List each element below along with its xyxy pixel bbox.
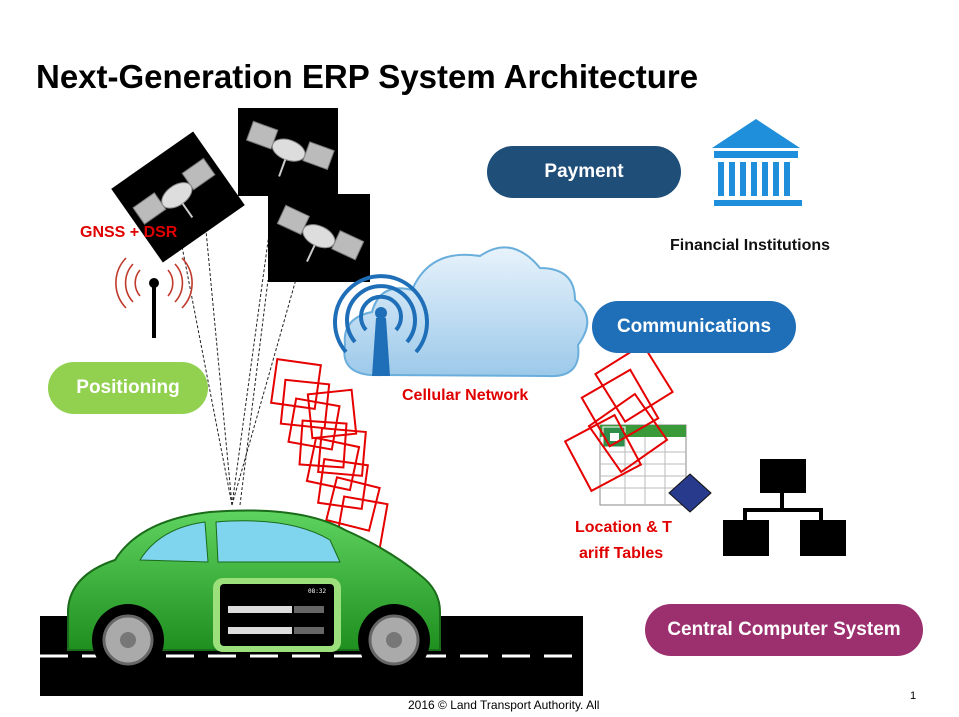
central-computer-system-pill: Central Computer System [645, 604, 923, 656]
copyright-footer: 2016 © Land Transport Authority. All [408, 698, 600, 712]
location-tariff-label-line1: Location & T [575, 519, 672, 536]
network-hierarchy-icon [723, 459, 846, 556]
obu-clock: 08:32 [308, 588, 326, 595]
signal-tower-icon [333, 274, 429, 376]
gnss-dsrc-label: GNSS + DSR [80, 224, 178, 241]
satellite-icon [111, 131, 245, 263]
satellite-icon [268, 194, 370, 282]
satellite-signal-lines [174, 189, 301, 506]
page-number: 1 [910, 690, 917, 702]
satellite-icon [238, 108, 338, 196]
data-flow-squares-comm [563, 343, 674, 493]
communications-pill: Communications [592, 301, 796, 353]
antenna-icon [115, 257, 193, 338]
slide-title: Next-Generation ERP System Architecture [36, 58, 699, 95]
financial-institutions-label: Financial Institutions [670, 237, 831, 254]
car-icon: 08:32 [67, 509, 441, 676]
spreadsheet-icon [599, 424, 712, 513]
location-tariff-label-line2: ariff Tables [579, 545, 664, 562]
cellular-network-label: Cellular Network [402, 387, 529, 404]
payment-pill: Payment [487, 146, 681, 198]
bank-icon [712, 119, 802, 206]
positioning-pill: Positioning [48, 362, 208, 414]
